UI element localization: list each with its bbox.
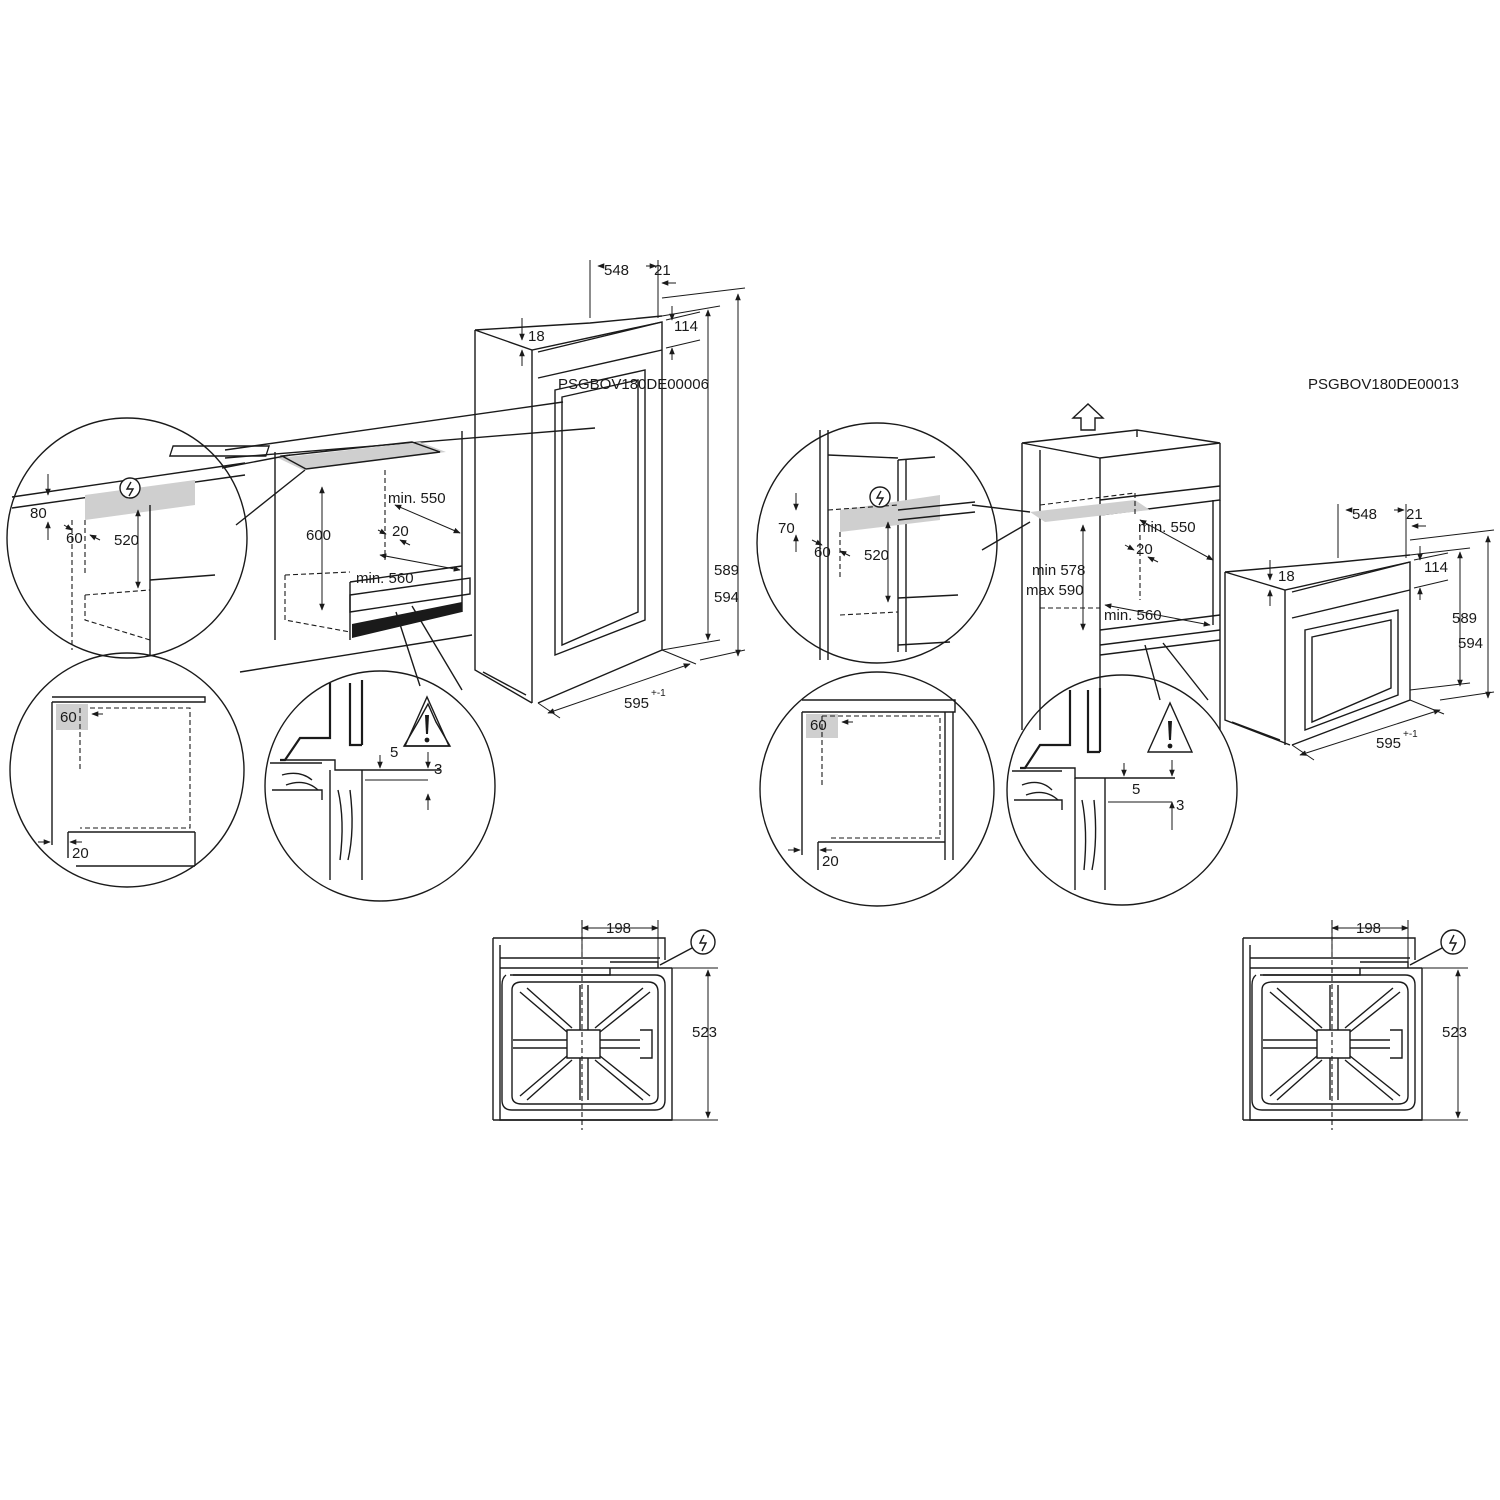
left-cabinet-height: 600 <box>306 527 331 544</box>
left-oven-front: 21 <box>654 262 671 279</box>
right-rail-gap: 5 <box>1132 781 1140 798</box>
right-oven-width: 595 <box>1376 735 1401 752</box>
right-plan-depth: 523 <box>1442 1024 1467 1041</box>
left-plan-depth: 523 <box>692 1024 717 1041</box>
left-oven: 548 21 18 114 589 594 595 +-1 <box>474 260 746 719</box>
right-oven-total-h: 594 <box>1458 635 1483 652</box>
right-assembly: PSGBOV180DE00013 min 578 max 590 <box>756 376 1495 1130</box>
right-detail-side: 60 20 <box>759 671 995 907</box>
left-oven-total-h: 594 <box>714 589 739 606</box>
left-oven-panel: 114 <box>674 318 698 335</box>
right-plan: 198 523 <box>1242 920 1468 1130</box>
left-detail-depth-clear: 60 <box>66 530 83 547</box>
right-oven-front: 21 <box>1406 506 1423 523</box>
left-plan: 198 523 <box>492 920 718 1130</box>
right-oven-width-tol: +-1 <box>1403 729 1418 740</box>
right-cabinet-depth-min: min. 550 <box>1138 519 1196 536</box>
left-cabinet-dims: 600 min. 550 20 min. 560 <box>306 486 461 611</box>
left-oven-width: 595 <box>624 695 649 712</box>
right-cabinet-height-min: min 578 <box>1032 562 1085 579</box>
left-detail-height: 520 <box>114 532 139 549</box>
right-cabinet-width-min: min. 560 <box>1104 607 1162 624</box>
left-rail-gap: 5 <box>390 744 398 761</box>
left-side-clear: 20 <box>72 845 89 862</box>
left-detail-top: 80 60 520 <box>6 417 306 659</box>
right-cabinet-gap: 20 <box>1136 541 1153 558</box>
right-side-clear: 20 <box>822 853 839 870</box>
left-detail-h-clear: 80 <box>30 505 47 522</box>
right-detail-height: 520 <box>864 547 889 564</box>
left-oven-depth: 548 <box>604 262 629 279</box>
left-plan-offset: 198 <box>606 920 631 937</box>
left-detail-rail: 5 3 <box>264 605 496 902</box>
right-oven-top-offset: 18 <box>1278 568 1295 585</box>
left-side-vent: 60 <box>60 709 77 726</box>
left-worktop <box>168 401 596 673</box>
right-detail-top: 70 60 520 <box>756 422 1031 664</box>
right-side-vent: 60 <box>810 717 827 734</box>
left-cabinet-width-min: min. 560 <box>356 570 414 587</box>
left-cabinet-gap: 20 <box>392 523 409 540</box>
right-detail-depth-clear: 60 <box>814 544 831 561</box>
left-rail-overlap: 3 <box>434 761 442 778</box>
right-detail-h-clear: 70 <box>778 520 795 537</box>
left-cabinet-depth-min: min. 550 <box>388 490 446 507</box>
left-assembly: PSGBOV180DE00006 600 min. 55 <box>6 260 746 1130</box>
up-arrow-icon <box>1071 403 1105 431</box>
right-rail-overlap: 3 <box>1176 797 1184 814</box>
left-detail-side: 60 20 <box>9 652 245 888</box>
right-detail-rail: 5 3 <box>1006 642 1238 906</box>
right-oven: 548 21 18 114 589 594 595 +-1 <box>1224 504 1495 761</box>
right-oven-body-h: 589 <box>1452 610 1477 627</box>
right-cabinet: min 578 max 590 min. 550 20 min. 560 <box>1021 429 1221 730</box>
left-oven-top-offset: 18 <box>528 328 545 345</box>
right-drawing-code: PSGBOV180DE00013 <box>1308 376 1459 393</box>
left-oven-body-h: 589 <box>714 562 739 579</box>
right-oven-panel: 114 <box>1424 559 1448 576</box>
left-oven-width-tol: +-1 <box>651 688 666 699</box>
right-oven-depth: 548 <box>1352 506 1377 523</box>
right-cabinet-height-max: max 590 <box>1026 582 1084 599</box>
right-plan-offset: 198 <box>1356 920 1381 937</box>
